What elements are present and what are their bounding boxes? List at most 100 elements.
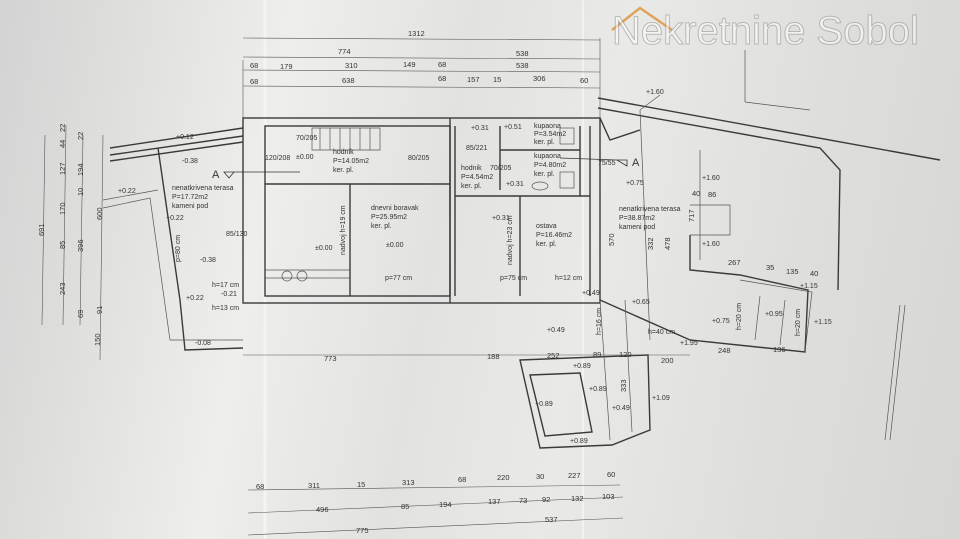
svg-text:537: 537 (545, 515, 558, 524)
svg-text:+0.22: +0.22 (186, 295, 204, 302)
svg-text:194: 194 (439, 500, 452, 509)
room-hallway-2: hodnik P=4.54m2 ker. pl. (461, 165, 493, 190)
svg-text:h=17 cm: h=17 cm (212, 282, 239, 289)
svg-text:p=75 cm: p=75 cm (500, 275, 527, 282)
svg-text:+0.65: +0.65 (632, 299, 650, 306)
svg-text:120: 120 (619, 350, 632, 359)
svg-text:ker. pl.: ker. pl. (534, 171, 555, 178)
svg-text:638: 638 (342, 76, 355, 85)
svg-text:±0.00: ±0.00 (296, 154, 314, 161)
svg-text:333: 333 (619, 379, 628, 392)
svg-text:600: 600 (95, 207, 104, 220)
svg-text:188: 188 (487, 352, 500, 361)
svg-text:68: 68 (250, 77, 258, 86)
svg-text:Nekretnine Sobol: Nekretnine Sobol (612, 9, 919, 53)
svg-text:774: 774 (338, 47, 351, 56)
svg-text:15: 15 (493, 75, 501, 84)
svg-text:10: 10 (76, 188, 85, 196)
svg-text:p=77 cm: p=77 cm (385, 275, 412, 282)
svg-text:+0.95: +0.95 (765, 311, 783, 318)
svg-text:+0.49: +0.49 (547, 327, 565, 334)
svg-text:ker. pl.: ker. pl. (534, 139, 555, 146)
svg-text:773: 773 (324, 354, 337, 363)
svg-text:+1.60: +1.60 (702, 241, 720, 248)
svg-text:691: 691 (37, 223, 46, 236)
svg-text:68: 68 (256, 482, 264, 491)
svg-text:252: 252 (547, 351, 560, 360)
svg-text:220: 220 (497, 473, 510, 482)
svg-text:+1.15: +1.15 (814, 319, 832, 326)
svg-text:+0.89: +0.89 (570, 438, 588, 445)
watermark-logo: Nekretnine Sobol (611, 6, 919, 54)
svg-text:-0.38: -0.38 (200, 257, 216, 264)
svg-text:+1.60: +1.60 (702, 175, 720, 182)
annotations: h=17 cm h=13 cm h=40 cm h=20 cm h=20 cm … (175, 135, 802, 336)
svg-text:538: 538 (516, 49, 529, 58)
svg-text:120/208: 120/208 (265, 155, 290, 162)
svg-text:+0.89: +0.89 (573, 363, 591, 370)
room-right-terrace: nenatkrivena terasa P=38.87m2 kameni pod (619, 206, 681, 231)
room-bathroom-2: kupaona P=4.80m2 ker. pl. (534, 153, 566, 178)
svg-text:570: 570 (607, 233, 616, 246)
svg-text:P=25.95m2: P=25.95m2 (371, 214, 407, 221)
svg-text:86: 86 (708, 190, 716, 199)
svg-text:136: 136 (773, 345, 786, 354)
middle-dimensions: 773 188 252 89 120 200 248 136 267 35 13… (243, 189, 818, 392)
room-left-terrace: nenatkrivena terasa P=17.72m2 kameni pod (172, 185, 234, 210)
svg-text:kupaona: kupaona (534, 123, 561, 130)
svg-text:150: 150 (93, 333, 102, 346)
svg-text:68: 68 (438, 74, 446, 83)
svg-text:+1.09: +1.09 (652, 395, 670, 402)
elevation-marks: +0.12 -0.38 +0.22 +0.22 -0.38 +0.22 -0.2… (118, 89, 832, 445)
room-storage: ostava P=16.46m2 ker. pl. (536, 223, 572, 248)
svg-text:ker. pl.: ker. pl. (536, 241, 557, 248)
top-dimensions: 1312 774 538 68 179 310 149 68 538 68 63… (250, 29, 588, 86)
room-hallway: hodnik P=14.05m2 ker. pl. (333, 149, 369, 174)
svg-text:ostava: ostava (536, 223, 557, 230)
svg-text:248: 248 (718, 346, 731, 355)
svg-text:717: 717 (687, 209, 696, 222)
svg-text:kupaona: kupaona (534, 153, 561, 160)
svg-text:137: 137 (488, 497, 501, 506)
svg-text:75/55: 75/55 (598, 160, 616, 167)
svg-text:±0.00: ±0.00 (315, 245, 333, 252)
dimension-lines-top (242, 37, 601, 120)
svg-text:310: 310 (345, 61, 358, 70)
svg-text:h=20 cm: h=20 cm (736, 303, 743, 330)
svg-text:P=3.54m2: P=3.54m2 (534, 131, 566, 138)
svg-text:P=14.05m2: P=14.05m2 (333, 158, 369, 165)
svg-text:496: 496 (316, 505, 329, 514)
svg-text:179: 179 (280, 62, 293, 71)
svg-text:ker. pl.: ker. pl. (333, 167, 354, 174)
svg-text:306: 306 (533, 74, 546, 83)
svg-text:P=38.87m2: P=38.87m2 (619, 215, 655, 222)
svg-text:+0.22: +0.22 (166, 215, 184, 222)
svg-text:P=17.72m2: P=17.72m2 (172, 194, 208, 201)
svg-text:+0.51: +0.51 (504, 124, 522, 131)
svg-text:nenatkrivena terasa: nenatkrivena terasa (619, 206, 681, 213)
svg-text:+0.75: +0.75 (626, 180, 644, 187)
svg-text:89: 89 (593, 350, 601, 359)
svg-text:60: 60 (607, 470, 615, 479)
svg-text:nenatkrivena terasa: nenatkrivena terasa (172, 185, 234, 192)
svg-text:+0.31: +0.31 (506, 181, 524, 188)
svg-text:+0.22: +0.22 (118, 188, 136, 195)
svg-text:775: 775 (356, 526, 369, 535)
section-marker-left: A (212, 169, 300, 181)
svg-text:396: 396 (76, 239, 85, 252)
svg-text:h=40 cm: h=40 cm (648, 329, 675, 336)
dimension-lines-left (41, 124, 104, 361)
svg-text:157: 157 (467, 75, 480, 84)
svg-text:30: 30 (536, 472, 544, 481)
svg-text:±0.00: ±0.00 (386, 242, 404, 249)
svg-text:85: 85 (401, 502, 409, 511)
room-bathroom-1: kupaona P=3.54m2 ker. pl. (534, 123, 566, 146)
svg-text:92: 92 (542, 495, 550, 504)
right-terrace-outline (597, 50, 941, 441)
svg-text:-0.21: -0.21 (221, 291, 237, 298)
bottom-dimensions: 68 311 15 313 68 220 30 227 60 496 85 19… (256, 470, 615, 535)
main-building-walls (242, 117, 601, 304)
svg-text:+0.75: +0.75 (712, 318, 730, 325)
svg-text:nadvoj h=23 cm: nadvoj h=23 cm (507, 215, 514, 265)
